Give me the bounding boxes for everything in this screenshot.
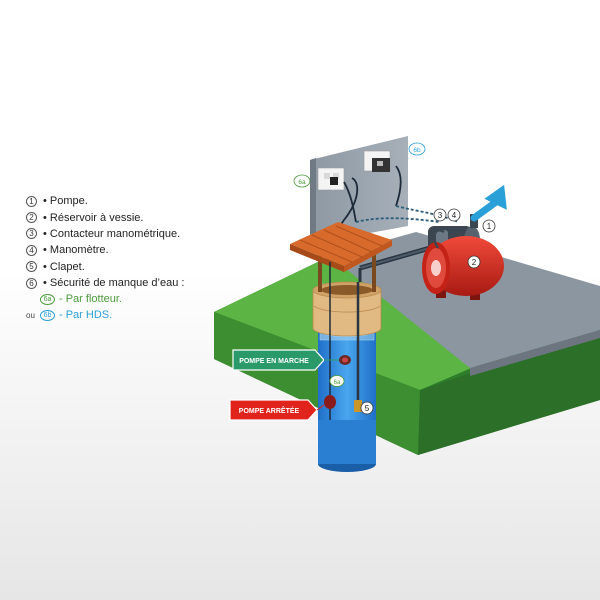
check-valve bbox=[354, 400, 362, 412]
svg-text:5: 5 bbox=[365, 404, 370, 413]
marker-6b-wall: 6b bbox=[408, 142, 426, 156]
svg-text:6a: 6a bbox=[334, 380, 341, 386]
number-badge: 4 bbox=[26, 244, 37, 256]
bladder-tank bbox=[422, 229, 504, 300]
legend-item-securite: 6 • Sécurité de manque d’eau : bbox=[26, 275, 226, 291]
svg-text:POMPE ARRÊTÉE: POMPE ARRÊTÉE bbox=[239, 406, 300, 415]
number-badge: 2 bbox=[26, 212, 37, 224]
svg-text:6b: 6b bbox=[413, 147, 421, 154]
marker-1: 1 bbox=[482, 219, 496, 233]
legend-option-flotteur: 6a - Par flotteur. bbox=[40, 291, 226, 307]
electric-box-left bbox=[317, 167, 345, 191]
legend-item-reservoir: 2 • Réservoir à vessie. bbox=[26, 209, 226, 225]
number-badge: 1 bbox=[26, 195, 37, 207]
electric-box-right bbox=[363, 150, 391, 172]
legend-item-contacteur: 3 • Contacteur manométrique. bbox=[26, 226, 226, 242]
well-pipe bbox=[329, 262, 362, 420]
svg-text:1: 1 bbox=[487, 222, 492, 231]
legend-option-hds: ou 6b - Par HDS. bbox=[26, 307, 226, 323]
number-badge: 6 bbox=[26, 277, 37, 289]
legend-item-clapet: 5 • Clapet. bbox=[26, 259, 226, 275]
marker-4: 4 bbox=[447, 208, 461, 222]
marker-6a-wall: 6a bbox=[293, 174, 311, 188]
connector-word: ou bbox=[26, 310, 35, 320]
ground-slab bbox=[214, 232, 600, 455]
svg-text:2: 2 bbox=[472, 258, 477, 267]
legend-option-label: - Par HDS. bbox=[59, 309, 113, 322]
well-rim bbox=[312, 281, 382, 337]
suction-pipe bbox=[359, 245, 431, 271]
outlet-arrow bbox=[470, 184, 507, 222]
marker-5: 5 bbox=[360, 401, 374, 415]
float-running bbox=[339, 355, 351, 365]
svg-text:6a: 6a bbox=[298, 179, 306, 186]
legend-label: • Pompe. bbox=[43, 195, 88, 208]
svg-text:3: 3 bbox=[438, 211, 443, 220]
number-badge: 3 bbox=[26, 228, 37, 240]
svg-text:POMPE EN MARCHE: POMPE EN MARCHE bbox=[239, 358, 309, 365]
legend-label: • Clapet. bbox=[43, 260, 85, 273]
legend-item-pompe: 1 • Pompe. bbox=[26, 193, 226, 209]
legend-label: • Manomètre. bbox=[43, 244, 109, 257]
marker-3: 3 bbox=[433, 208, 447, 222]
legend-label: • Contacteur manométrique. bbox=[43, 227, 181, 240]
float-stopped bbox=[324, 395, 336, 409]
tag-badge: 6b bbox=[40, 309, 55, 321]
marker-2: 2 bbox=[467, 255, 481, 269]
legend-item-manometre: 4 • Manomètre. bbox=[26, 242, 226, 258]
svg-text:4: 4 bbox=[452, 211, 457, 220]
legend-label: • Réservoir à vessie. bbox=[43, 211, 144, 224]
callout-pompe-arretee: POMPE ARRÊTÉE bbox=[229, 399, 325, 421]
callout-pompe-en-marche: POMPE EN MARCHE bbox=[232, 349, 339, 371]
tag-badge: 6a bbox=[40, 293, 55, 305]
marker-6a-well: 6a bbox=[329, 375, 345, 387]
legend-label: • Sécurité de manque d’eau : bbox=[43, 277, 185, 290]
legend-option-label: - Par flotteur. bbox=[59, 293, 122, 306]
legend: 1 • Pompe. 2 • Réservoir à vessie. 3 • C… bbox=[26, 193, 226, 323]
number-badge: 5 bbox=[26, 261, 37, 273]
